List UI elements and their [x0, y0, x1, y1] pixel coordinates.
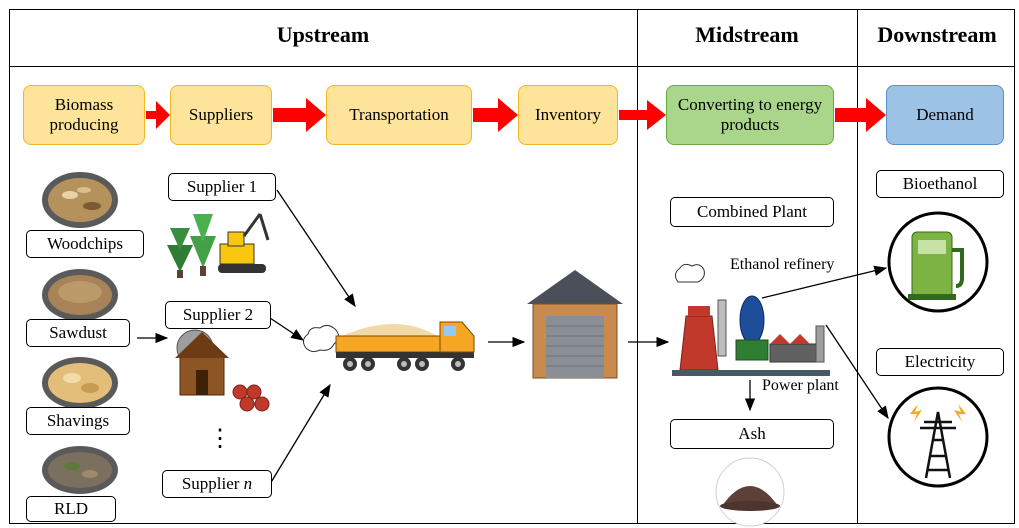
header-divider: [9, 66, 1015, 67]
supplier-2-label: Supplier 2: [165, 301, 271, 329]
fuel-pump-icon: [887, 211, 989, 313]
stage-transportation: Transportation: [326, 85, 472, 145]
power-plant-label: Power plant: [762, 377, 839, 394]
supplier-n-label: Supplier n: [162, 470, 272, 498]
sawdust-image: [42, 269, 118, 321]
ash-label: Ash: [670, 419, 834, 449]
forest-harvester-image: [167, 213, 270, 278]
stage-suppliers: Suppliers: [170, 85, 272, 145]
midstream-downstream-divider: [857, 9, 858, 524]
ethanol-refinery-label: Ethanol refinery: [730, 256, 835, 273]
flow-arrow-5: [835, 98, 886, 132]
supplier-ellipsis: ⋮: [208, 426, 232, 452]
diagram-frame: [9, 9, 1015, 524]
woodchips-label: Woodchips: [26, 230, 144, 258]
ash-image: [715, 457, 785, 527]
sawmill-image: [175, 329, 270, 412]
flow-arrows: [146, 98, 886, 132]
flow-arrow-1: [146, 101, 170, 129]
flow-arrow-4: [619, 100, 666, 130]
stage-inventory: Inventory: [518, 85, 618, 145]
shavings-image: [42, 357, 118, 409]
bioethanol-label: Bioethanol: [876, 170, 1004, 198]
combined-plant-label: Combined Plant: [670, 197, 834, 227]
upstream-midstream-divider: [637, 9, 638, 524]
flow-arrow-3: [473, 98, 518, 132]
stage-biomass-producing: Biomass producing: [23, 85, 145, 145]
rld-label: RLD: [26, 496, 116, 522]
midstream-title: Midstream: [695, 22, 799, 47]
sawdust-label: Sawdust: [26, 319, 130, 347]
truck-image: [302, 321, 475, 371]
supplier-n-variable: n: [243, 474, 253, 493]
combined-plant-image: [672, 263, 830, 376]
downstream-title: Downstream: [877, 22, 997, 47]
supplier-n-prefix: Supplier: [181, 474, 244, 493]
shavings-label: Shavings: [26, 407, 130, 435]
stage-converting: Converting to energy products: [666, 85, 834, 145]
rld-image: [42, 446, 118, 494]
woodchips-image: [42, 172, 118, 228]
supplier-1-label: Supplier 1: [168, 173, 276, 201]
electricity-label: Electricity: [876, 348, 1004, 376]
power-tower-icon: [887, 386, 989, 488]
warehouse-image: [527, 270, 623, 379]
stage-demand: Demand: [886, 85, 1004, 145]
flow-arrow-2: [273, 98, 326, 132]
upstream-title: Upstream: [276, 22, 370, 47]
